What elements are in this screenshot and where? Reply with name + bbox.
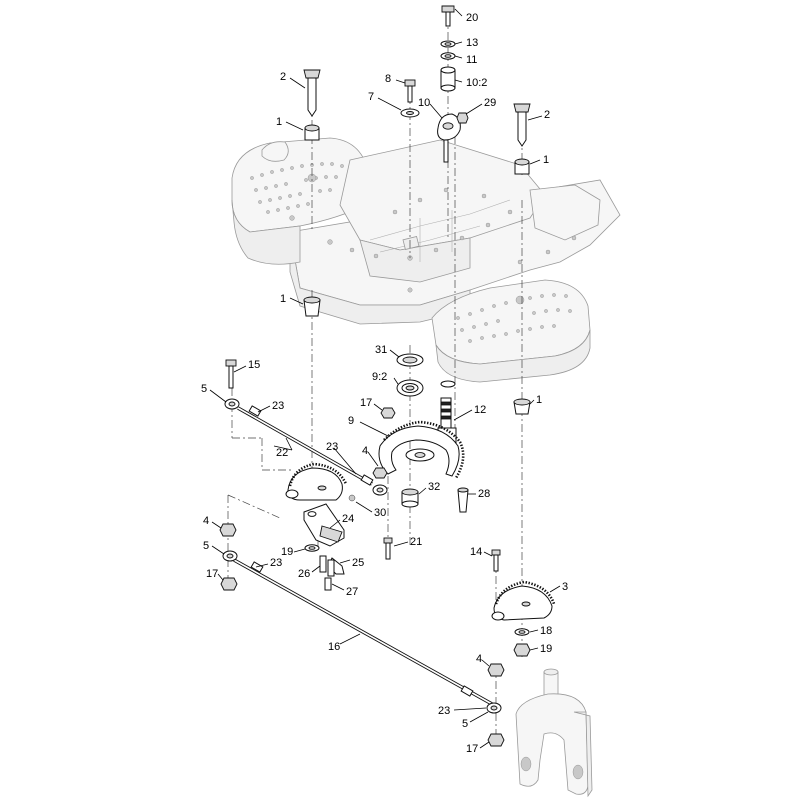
callout-1-upper-right: 1: [543, 154, 549, 166]
callout-19-right: 19: [540, 643, 552, 655]
nut-4-center: [372, 467, 388, 479]
callout-32: 32: [428, 481, 440, 493]
callout-10-2: 10:2: [466, 77, 487, 89]
washer-near-9-2: [440, 380, 456, 388]
callout-17-left: 17: [206, 568, 218, 580]
bolt-21: [383, 537, 393, 560]
bearing-31: [396, 353, 424, 367]
tie-rod-22: [224, 398, 388, 496]
bushing-1-upper-right: [514, 158, 530, 175]
callout-9: 9: [348, 415, 354, 427]
callout-30: 30: [374, 507, 386, 519]
nut-29: [456, 112, 469, 124]
sector-gear-3: [491, 580, 556, 621]
tie-rod-16: [222, 550, 502, 714]
callout-23-lower: 23: [270, 557, 282, 569]
bolt-2-left: [303, 69, 321, 117]
callout-12: 12: [474, 404, 486, 416]
callout-25: 25: [352, 557, 364, 569]
washer-13: [440, 40, 456, 48]
callout-2-left: 2: [280, 71, 286, 83]
callout-5-upper: 5: [201, 383, 207, 395]
washer-19-center: [304, 544, 320, 552]
washer-7: [400, 108, 420, 118]
bushing-10-2: [440, 66, 456, 92]
pin-28: [457, 487, 469, 513]
callout-20: 20: [466, 12, 478, 24]
nut-4-lower-right: [487, 663, 505, 677]
sector-gear-30: [285, 462, 356, 502]
bolt-8: [404, 79, 416, 103]
nut-4-left: [219, 523, 237, 537]
callout-16: 16: [328, 641, 340, 653]
callout-17-bottom: 17: [466, 743, 478, 755]
bolt-15: [225, 359, 237, 389]
tread-pattern-left: [250, 162, 344, 214]
nut-17-left: [220, 577, 238, 591]
callout-5-lower: 5: [203, 540, 209, 552]
ghost-caster-fork: [515, 668, 593, 798]
callout-4-center: 4: [362, 445, 368, 457]
bolt-20: [441, 5, 455, 27]
callout-19-center: 19: [281, 546, 293, 558]
upper-pivot-stack: [437, 5, 469, 163]
callout-28: 28: [478, 488, 490, 500]
pivot-arm-10: [437, 113, 461, 163]
nut-17-upper: [380, 407, 396, 419]
callout-26: 26: [298, 568, 310, 580]
callout-18: 18: [540, 625, 552, 637]
bushing-1-upper-left: [304, 124, 320, 141]
bushing-1-mid-left: [303, 296, 321, 317]
pin-26: [319, 555, 335, 577]
callout-27: 27: [346, 586, 358, 598]
bushing-32: [401, 488, 419, 508]
bearing-9-2: [396, 379, 424, 397]
callout-4-lower-right: 4: [476, 653, 482, 665]
callout-2-right: 2: [544, 109, 550, 121]
callout-10: 10: [418, 97, 430, 109]
leader-lines: [209, 8, 561, 749]
callout-1-mid-left: 1: [280, 293, 286, 305]
callout-3: 3: [562, 581, 568, 593]
sector-gear-9: [378, 420, 465, 479]
ghost-chassis: [231, 137, 621, 383]
bolt-14: [491, 549, 501, 572]
bushing-1-lower-right: [513, 398, 531, 415]
callout-23-bottom: 23: [438, 705, 450, 717]
callout-24: 24: [342, 513, 354, 525]
callout-9-2: 9:2: [372, 371, 387, 383]
callout-11: 11: [466, 54, 477, 66]
bolt-27: [324, 577, 332, 591]
callout-29: 29: [484, 97, 496, 109]
callout-labels: 20 13 11 10:2 8 7 10 29 2 1 2 1 1 31 9:2…: [201, 12, 568, 755]
callout-15: 15: [248, 359, 260, 371]
bolt-2-right: [513, 103, 531, 147]
nut-17-bottom: [487, 733, 505, 747]
callout-14: 14: [470, 546, 482, 558]
callout-17-upper: 17: [360, 397, 372, 409]
callout-1-upper-left: 1: [276, 116, 282, 128]
washer-18: [514, 628, 530, 636]
callout-23-upper: 23: [272, 400, 284, 412]
callout-31: 31: [375, 344, 387, 356]
callout-8: 8: [385, 73, 391, 85]
callout-7: 7: [368, 91, 374, 103]
bracket-24: [303, 503, 345, 547]
callout-1-lower-right: 1: [536, 394, 542, 406]
callout-4-left: 4: [203, 515, 209, 527]
nut-19-right: [513, 643, 531, 657]
callout-13: 13: [466, 37, 478, 49]
tread-pattern-right: [456, 293, 572, 343]
callout-22: 22: [276, 447, 288, 459]
washer-11: [440, 52, 456, 60]
callout-21: 21: [410, 536, 422, 548]
callout-5-bottom: 5: [462, 718, 468, 730]
callout-23-mid: 23: [326, 441, 338, 453]
